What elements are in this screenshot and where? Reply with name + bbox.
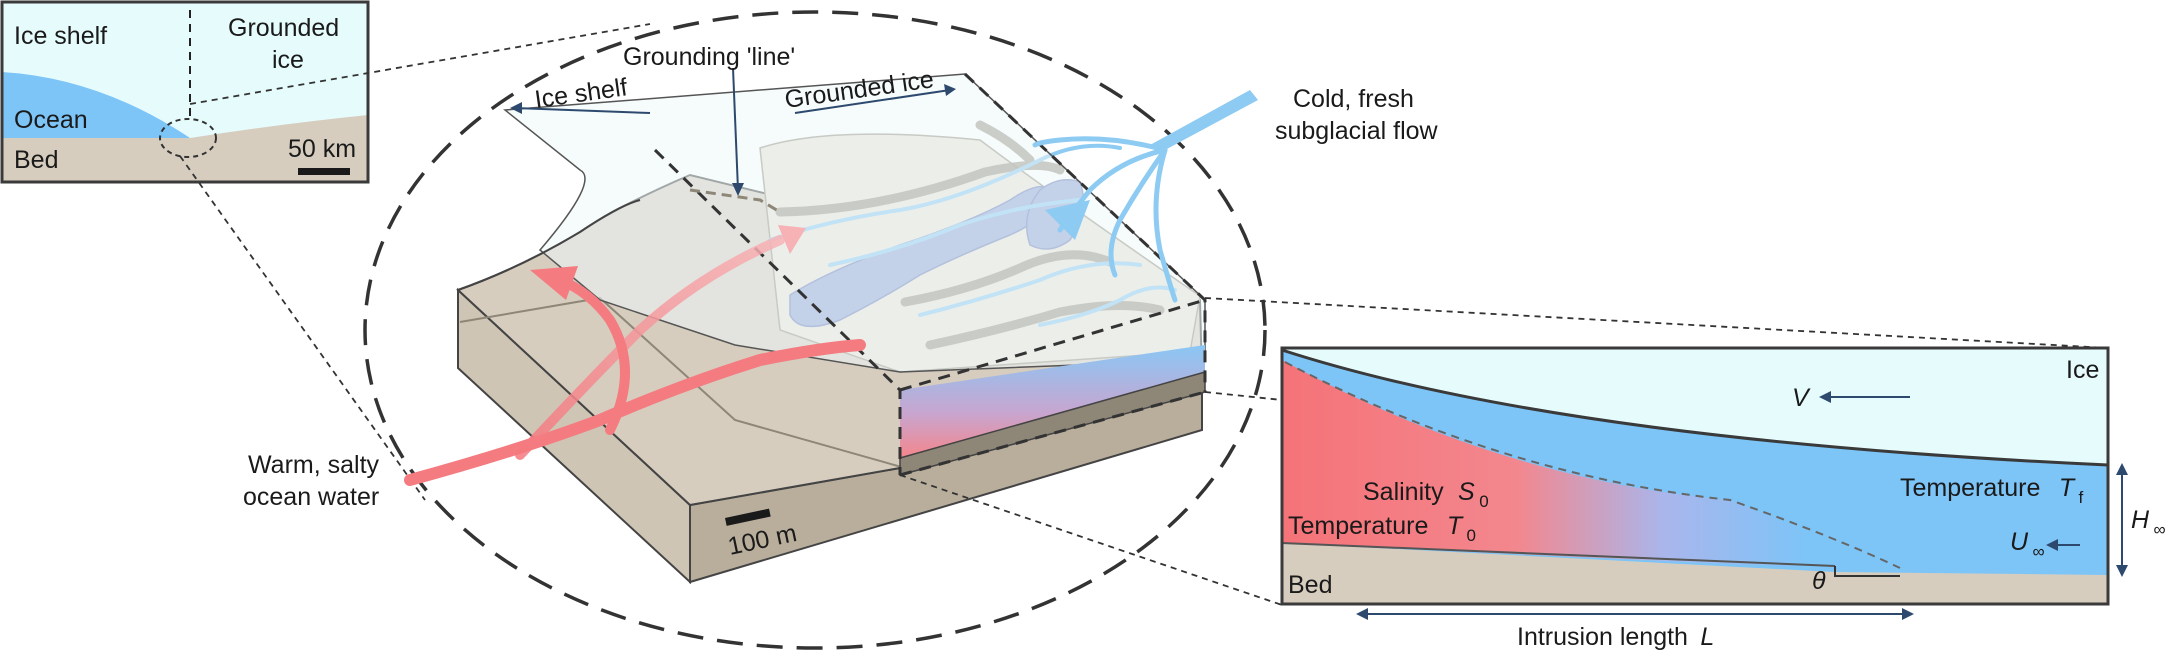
section-bed — [1282, 543, 2108, 604]
temp-right-symbol: T — [2059, 474, 2076, 502]
grounded-ice-arrow — [794, 89, 951, 114]
warm-branch-left — [555, 275, 630, 435]
block-scale-bar — [724, 508, 771, 526]
salinity-subscript: 0 — [1479, 492, 1488, 511]
grounding-line-pointer-head — [732, 183, 744, 196]
warm-water-label-1: Warm, salty — [248, 451, 380, 479]
cold-flow-label-2: subglacial flow — [1275, 117, 1439, 145]
warm-arrowhead-left — [530, 266, 578, 300]
intrusion-arrowhead-right — [1902, 608, 1914, 620]
section-ice-label: Ice — [2066, 356, 2099, 384]
inset-ocean — [2, 72, 190, 138]
h-arrowhead-bottom — [2116, 565, 2128, 577]
ice-shelf-arrow — [514, 107, 651, 114]
salinity-label: Salinity — [1363, 478, 1444, 506]
temp-right-subscript: f — [2079, 488, 2084, 507]
intrusion-symbol: L — [1700, 623, 1714, 651]
warm-branch-upper — [515, 235, 785, 460]
inset-bed-label: Bed — [14, 146, 58, 174]
intrusion-text: Intrusion length L — [1517, 623, 1714, 651]
intrusion-arrowhead-left — [1356, 608, 1368, 620]
theta-marker — [1834, 566, 1900, 577]
temp-left-label: Temperature — [1288, 512, 1428, 540]
h-text: H ∞ — [2131, 506, 2165, 539]
u-symbol: U — [2010, 528, 2029, 556]
temp-right-text: Temperature T f — [1900, 474, 2084, 507]
h-arrowhead-top — [2116, 463, 2128, 475]
temp-left-subscript: 0 — [1467, 526, 1476, 545]
section-bed-label: Bed — [1288, 571, 1332, 599]
section-ice-base — [1281, 348, 2109, 467]
section-bed-line — [1281, 542, 1836, 567]
cold-flow-arrow-body — [1150, 90, 1258, 150]
temp-left-text: Temperature T 0 — [1288, 512, 1476, 545]
cold-flow-label-1: Cold, fresh — [1293, 85, 1414, 113]
cross-section: Ice Bed V Salinity S 0 Temperature T 0 T… — [1280, 346, 2165, 651]
inset-map: Ice shelf Grounded ice Ocean Bed 50 km — [0, 0, 370, 184]
inset-scale-bar — [298, 168, 350, 175]
section-connectors — [899, 297, 2109, 606]
grounded-ice-arrowhead — [944, 84, 956, 96]
h-symbol: H — [2131, 506, 2150, 534]
inset-zoom-circle — [159, 118, 217, 158]
inset-grounded-label-1: Grounded — [228, 14, 339, 42]
section-frame — [1280, 346, 2110, 606]
inset-scale-label: 50 km — [288, 135, 356, 163]
cold-flow-arrowhead — [1045, 200, 1090, 240]
warm-water-label-2: ocean water — [243, 483, 379, 511]
ice-shelf-front-edge — [457, 199, 641, 291]
velocity-label: V — [1792, 384, 1811, 412]
warm-arrowhead-upper — [778, 225, 806, 254]
inset-grounded-label-2: ice — [272, 46, 304, 74]
grounding-line-label: Grounding 'line' — [623, 43, 795, 71]
inset-connectors — [179, 23, 651, 501]
salinity-symbol: S — [1458, 478, 1475, 506]
u-text: U ∞ — [2010, 528, 2045, 561]
inset-frame — [0, 0, 370, 184]
dashed-grounding-box — [653, 72, 1207, 477]
inset-bed — [2, 115, 368, 182]
inset-ocean-label: Ocean — [14, 106, 88, 134]
block-bed-slope — [459, 296, 906, 469]
u-subscript: ∞ — [2033, 542, 2045, 561]
h-subscript: ∞ — [2154, 520, 2165, 539]
block-diagram: Grounding 'line' Ice shelf Grounded ice … — [243, 43, 1439, 585]
temp-right-label: Temperature — [1900, 474, 2040, 502]
velocity-arrowhead — [1819, 391, 1831, 403]
grounding-face — [900, 345, 1205, 458]
grounding-line-trace — [689, 188, 781, 214]
grounding-line-pointer — [732, 67, 739, 191]
intrusion-label: Intrusion length — [1517, 623, 1688, 651]
warm-inflow-arrow — [404, 339, 866, 486]
zoom-ellipse — [363, 10, 1267, 650]
inset-ice-shelf-label: Ice shelf — [14, 22, 107, 50]
theta-label: θ — [1812, 567, 1826, 595]
ice-shelf-arrowhead — [510, 102, 522, 114]
salinity-text: Salinity S 0 — [1363, 478, 1489, 511]
u-arrowhead — [2046, 539, 2058, 551]
section-warm-wedge — [1282, 360, 1900, 572]
temp-left-symbol: T — [1447, 512, 1464, 540]
